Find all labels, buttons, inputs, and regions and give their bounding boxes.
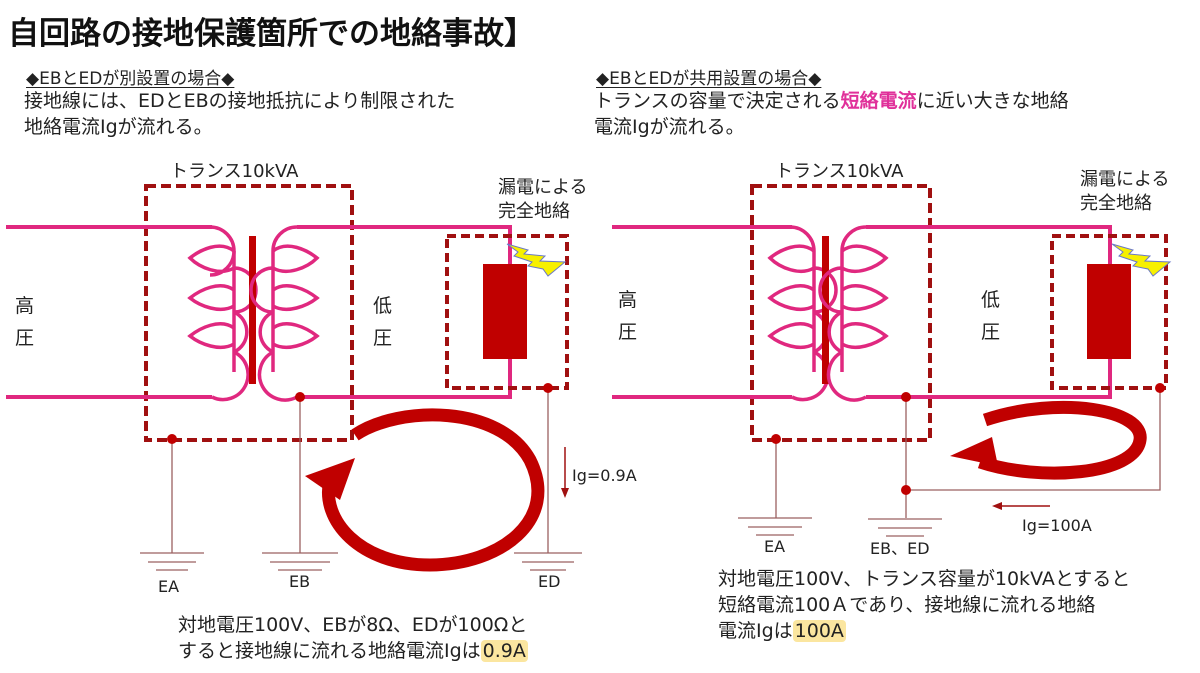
right-description: トランスの容量で決定される短絡電流に近い大きな地絡 電流Igが流れる。	[594, 88, 1069, 140]
left-secondary-coil-icon	[249, 225, 320, 402]
left-lv-char2: 圧	[373, 327, 393, 349]
right-core	[822, 236, 829, 384]
right-fault-label: 漏電による 完全地絡	[1080, 168, 1169, 216]
right-note-highlight: 100A	[792, 620, 846, 642]
right-note-prefix: 電流Igは	[718, 620, 793, 642]
right-fault-label-line1: 漏電による	[1080, 169, 1170, 190]
right-note-line2: 短絡電流100Ａであり、接地線に流れる地絡	[718, 594, 1096, 616]
short-circuit-emphasis: 短絡電流	[840, 90, 917, 112]
right-heading: ◆EBとEDが共用設置の場合◆	[596, 69, 822, 89]
right-fault-label-line2: 完全地絡	[1080, 193, 1152, 214]
left-load	[483, 264, 527, 359]
left-ground-symbols	[140, 552, 582, 571]
right-note: 対地電圧100V、トランス容量が10kVAとすると 短絡電流100Ａであり、接地…	[718, 566, 1130, 644]
ground-eb-ed-right: EB、ED	[870, 539, 930, 558]
left-low-voltage-label: 低 圧	[373, 290, 392, 354]
left-note: 対地電圧100V、EBが8Ω、EDが100Ωと すると接地線に流れる地絡電流Ig…	[178, 612, 528, 664]
right-secondary-coil-icon	[818, 225, 889, 402]
right-fault-box	[1050, 234, 1168, 390]
left-desc-line2: 地絡電流Igが流れる。	[24, 116, 213, 138]
left-spark-icon	[506, 243, 567, 277]
right-diagram	[612, 184, 1172, 537]
left-description: 接地線には、EDとEBの接地抵抗により制限された 地絡電流Igが流れる。	[24, 88, 455, 140]
left-diagram	[6, 184, 582, 572]
ground-ed-left: ED	[538, 572, 561, 591]
left-note-highlight: 0.9A	[480, 640, 528, 662]
left-transformer-label: トランス10kVA	[170, 161, 299, 182]
page-title: 自回路の接地保護箇所での地絡事故】	[8, 16, 535, 52]
left-heading: ◆EBとEDが別設置の場合◆	[26, 69, 235, 89]
ground-ea-left: EA	[158, 577, 180, 596]
right-hv-char2: 圧	[618, 321, 638, 343]
left-transformer-box	[144, 184, 354, 442]
right-transformer-label: トランス10kVA	[775, 161, 904, 182]
left-fault-label-line1: 漏電による	[498, 177, 588, 198]
left-fault-box	[445, 234, 569, 390]
left-high-voltage-label: 高 圧	[15, 290, 34, 354]
right-desc-text-b: に近い大きな地絡	[916, 90, 1069, 112]
right-load	[1087, 264, 1131, 359]
left-current-label: Ig=0.9A	[572, 466, 637, 485]
right-high-voltage-label: 高 圧	[618, 284, 637, 348]
left-note-line1: 対地電圧100V、EBが8Ω、EDが100Ωと	[178, 614, 528, 636]
ground-eb-left: EB	[289, 572, 311, 591]
right-desc-line2: 電流Igが流れる。	[594, 116, 745, 138]
left-fault-label-line2: 完全地絡	[498, 201, 570, 222]
right-current-label: Ig=100A	[1022, 516, 1092, 535]
left-note-prefix: すると接地線に流れる地絡電流Igは	[178, 640, 481, 662]
right-low-voltage-label: 低 圧	[981, 284, 1000, 348]
right-spark-icon	[1111, 243, 1172, 277]
right-ground-symbols	[738, 517, 942, 537]
left-hv-char1: 高	[15, 295, 35, 317]
left-lv-char1: 低	[373, 295, 393, 317]
left-current-loop-arrow-icon	[322, 408, 545, 572]
right-desc-text-a: トランスの容量で決定される	[594, 90, 841, 112]
ground-ea-right: EA	[764, 537, 786, 556]
left-primary-coil-icon	[187, 225, 258, 402]
right-note-line1: 対地電圧100V、トランス容量が10kVAとすると	[718, 568, 1131, 590]
right-lv-char1: 低	[981, 289, 1001, 311]
left-hv-char2: 圧	[15, 327, 35, 349]
right-hv-char1: 高	[618, 289, 638, 311]
left-desc-line1: 接地線には、EDとEBの接地抵抗により制限された	[24, 90, 456, 112]
left-core	[249, 236, 256, 384]
right-current-loop-arrow-icon	[977, 400, 1147, 480]
right-lv-char2: 圧	[981, 321, 1001, 343]
left-fault-label: 漏電による 完全地絡	[498, 176, 587, 224]
right-transformer-box	[750, 184, 932, 442]
right-desc-line1: トランスの容量で決定される短絡電流に近い大きな地絡	[594, 88, 1069, 114]
